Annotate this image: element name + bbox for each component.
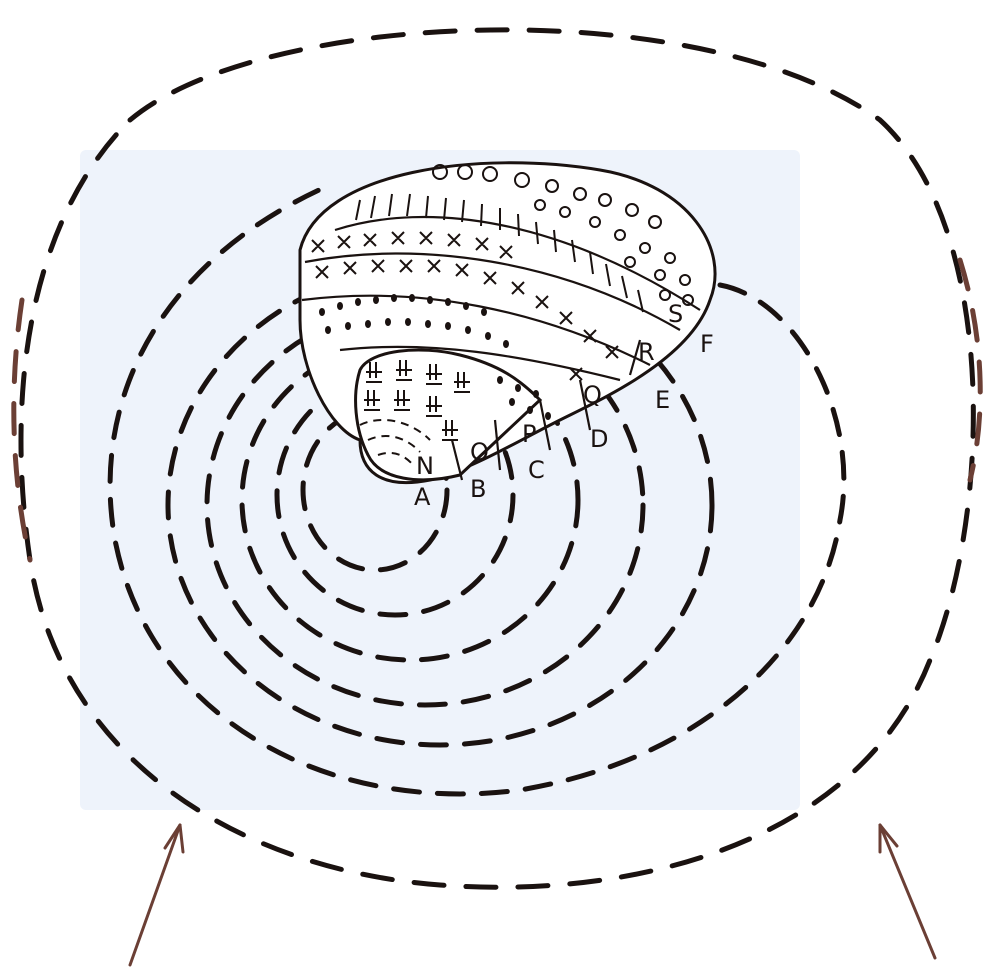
right-arrow bbox=[880, 825, 935, 958]
ring-label-f: F bbox=[700, 330, 714, 358]
ring-label-a: A bbox=[414, 483, 431, 511]
lobe-label-p: P bbox=[522, 420, 536, 448]
ring-label-c: C bbox=[528, 456, 545, 484]
ring-label-d: D bbox=[590, 425, 608, 453]
lobe-label-q: Q bbox=[583, 381, 602, 409]
lobe-label-o: O bbox=[470, 438, 489, 466]
outer-boundary bbox=[21, 30, 973, 887]
ring-label-b: B bbox=[470, 475, 486, 503]
lobe-label-r: R bbox=[638, 338, 655, 366]
lobe bbox=[300, 163, 715, 483]
left-arrow bbox=[130, 825, 183, 965]
lobe-label-s: S bbox=[668, 300, 683, 328]
ring-label-e: E bbox=[655, 386, 670, 414]
lobe-label-n: N bbox=[416, 452, 434, 480]
